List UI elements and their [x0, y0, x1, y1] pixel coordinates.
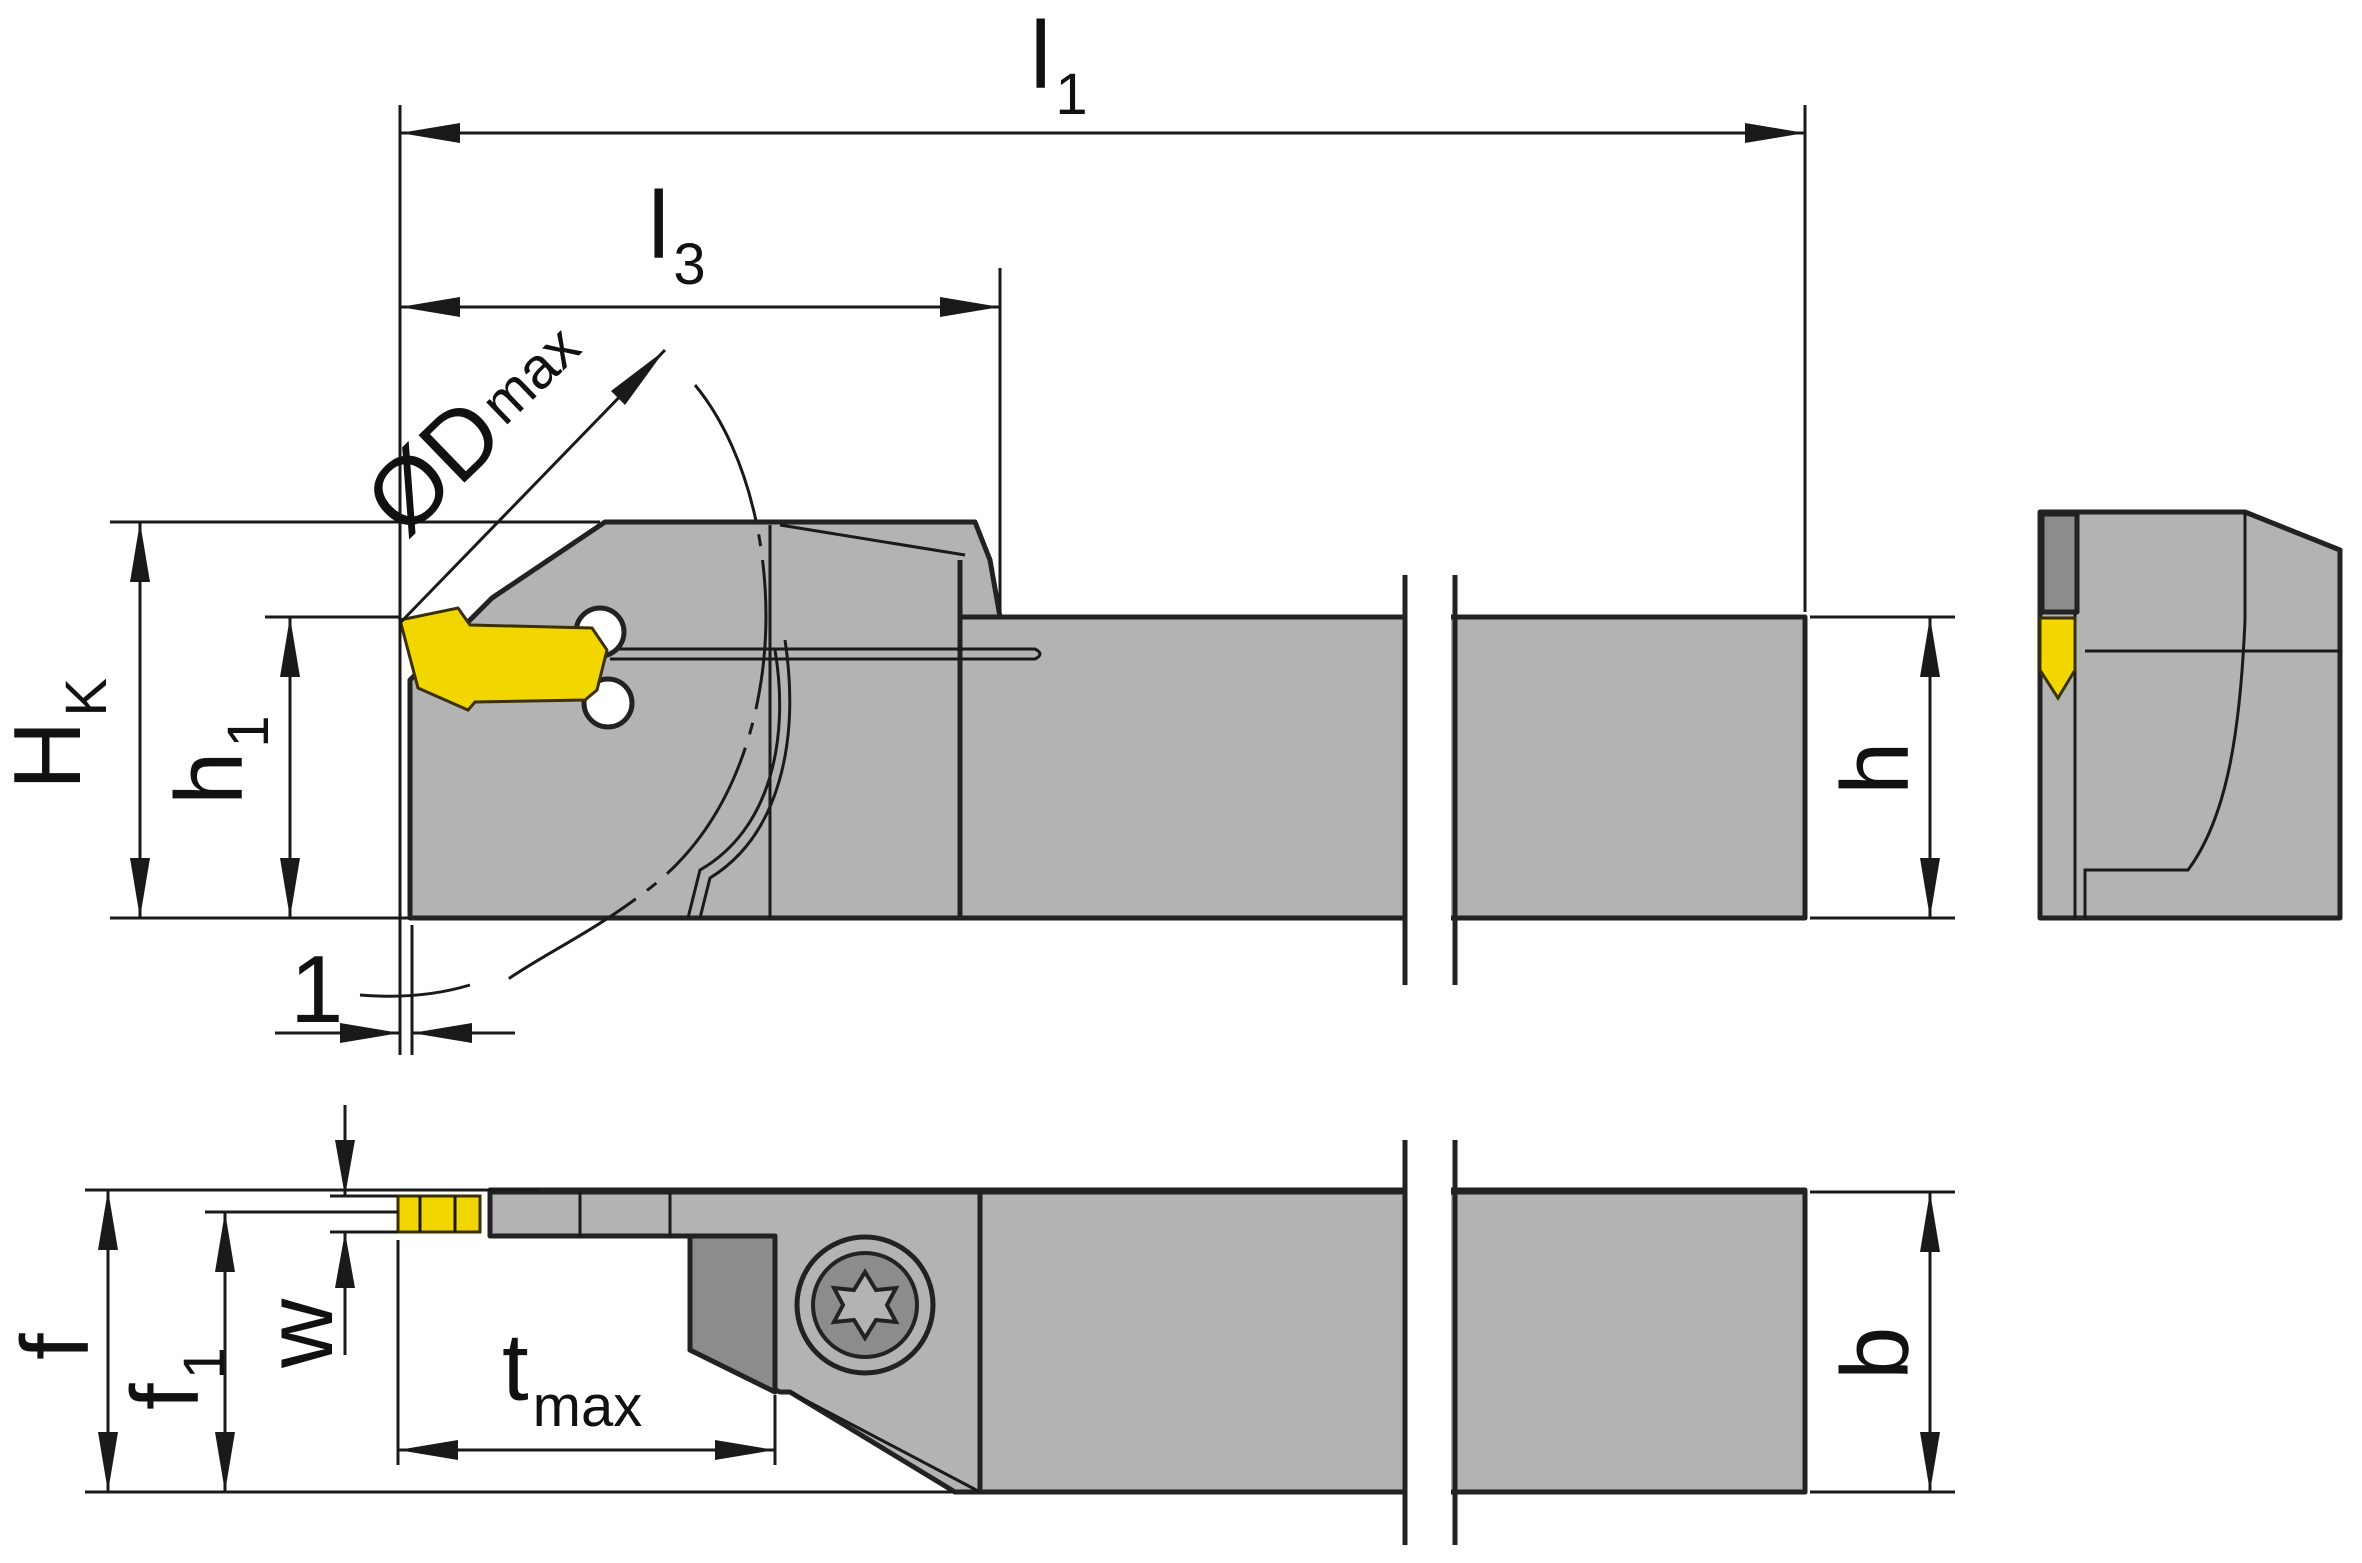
dim-dmax-arc: [499, 384, 768, 987]
top-view-insert: [396, 1194, 482, 1234]
dim-f1-arrow-top: [215, 1212, 235, 1272]
dim-f1-arrow-bottom: [215, 1432, 235, 1492]
label-l3-sub: 3: [673, 232, 705, 297]
label-l3-main: l: [648, 172, 669, 279]
end-view-body: [2037, 509, 2343, 921]
label-l3: l3: [648, 172, 706, 297]
side-view-top-bevel: [779, 523, 966, 557]
dim-hk-arrow-top: [130, 522, 150, 582]
dim-l1-arrow-right: [1745, 123, 1805, 143]
end-view-inner-taper: [2083, 512, 2247, 918]
label-f1: f1: [112, 1347, 237, 1410]
side-view-relief-curve-2: [698, 639, 792, 919]
dim-b-arrow-top: [1920, 1192, 1940, 1252]
dim-tmax-arrow-left: [398, 1440, 458, 1460]
end-view-jaw: [2039, 511, 2080, 615]
label-one: 1: [290, 936, 343, 1043]
label-l1-main: l: [1030, 2, 1051, 109]
dim-f-arrow-top: [98, 1190, 118, 1250]
label-h: h: [1822, 742, 1929, 795]
side-view-relief-curve: [686, 649, 782, 919]
label-h1-main: h: [156, 752, 263, 805]
dim-tmax-arrow-right: [715, 1440, 775, 1460]
label-tmax-sub: max: [533, 1374, 643, 1439]
end-view-insert: [2038, 616, 2077, 701]
torx-screw-icon: [794, 1234, 936, 1376]
label-hk-sub: K: [54, 678, 119, 717]
dim-one-arrow-left: [340, 1023, 400, 1043]
label-hk-main: H: [0, 721, 101, 790]
dim-l3-arrow-right: [940, 297, 1000, 317]
label-l1-sub: 1: [1055, 62, 1087, 127]
label-f1-main: f: [112, 1383, 219, 1410]
dim-dmax-arrow: [611, 350, 665, 405]
dim-h-arrow-bottom: [1920, 858, 1940, 918]
label-hk: HK: [0, 678, 119, 790]
side-view-clamp-slot: [610, 647, 1042, 661]
dim-h1-arrow-bottom: [280, 858, 300, 918]
top-view: [396, 1140, 1808, 1545]
top-view-shank: [977, 1189, 1808, 1495]
label-f: f: [2, 1333, 109, 1360]
label-l1: l1: [1030, 2, 1088, 127]
dim-l1-arrow-left: [400, 123, 460, 143]
dim-w-arrow-top: [335, 1140, 355, 1196]
torx-screw-socket: [830, 1268, 900, 1342]
side-view-insert: [398, 606, 609, 712]
dim-h-arrow-top: [1920, 617, 1940, 677]
label-dmax: ØDmax: [345, 298, 606, 555]
dimension-lines: [85, 105, 1955, 1494]
label-w: w: [246, 1298, 353, 1369]
label-b: b: [1822, 1327, 1929, 1380]
top-view-clamp-wedge: [687, 1233, 778, 1395]
side-view-shank: [957, 614, 1808, 921]
end-view: [2037, 509, 2343, 921]
label-h1: h1: [156, 715, 281, 805]
label-tmax-main: t: [502, 1314, 529, 1421]
dim-b-arrow-bottom: [1920, 1432, 1940, 1492]
dim-one-arc: [359, 983, 471, 998]
dim-f-arrow-bottom: [98, 1432, 118, 1492]
dim-h1-arrow-top: [280, 617, 300, 677]
label-f1-sub: 1: [172, 1347, 237, 1379]
dim-one-arrow-right: [412, 1023, 472, 1043]
dim-hk-arrow-bottom: [130, 858, 150, 918]
side-view: [398, 519, 1808, 985]
top-view-bevel-line: [789, 1390, 981, 1494]
dim-l3-arrow-left: [400, 297, 460, 317]
label-tmax: tmax: [502, 1314, 642, 1439]
label-h1-sub: 1: [216, 715, 281, 747]
dim-w-arrow-bottom: [335, 1232, 355, 1288]
